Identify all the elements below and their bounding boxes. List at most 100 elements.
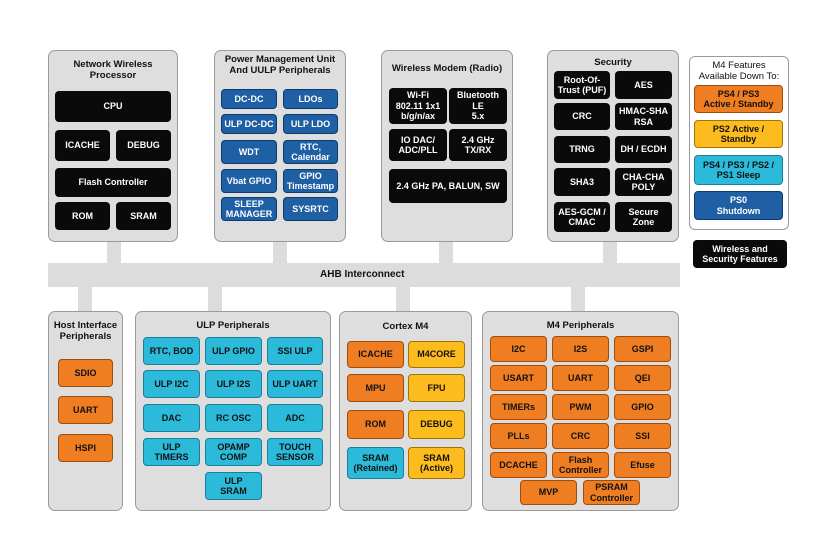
security-panel: Security Root-Of- Trust (PUF) AES CRC HM… bbox=[547, 50, 679, 242]
bus-connector bbox=[396, 285, 410, 312]
hmac-sha-rsa-block: HMAC-SHA RSA bbox=[615, 103, 672, 130]
bluetooth-block: Bluetooth LE 5.x bbox=[449, 88, 507, 124]
m4-uart-block: UART bbox=[552, 365, 609, 391]
ldos-block: LDOs bbox=[283, 89, 338, 109]
bus-connector bbox=[603, 241, 617, 265]
dh-ecdh-block: DH / ECDH bbox=[615, 136, 672, 163]
panel-title: ULP Peripherals bbox=[196, 320, 270, 331]
legend-title: M4 Features Available Down To: bbox=[698, 60, 780, 82]
touch-sensor-block: TOUCH SENSOR bbox=[267, 438, 323, 466]
sram-retained-block: SRAM (Retained) bbox=[347, 447, 404, 479]
i2c-block: I2C bbox=[490, 336, 547, 362]
panel-title: Cortex M4 bbox=[382, 321, 429, 332]
bus-connector bbox=[571, 285, 585, 312]
adc-block: ADC bbox=[267, 404, 323, 432]
fpu-block: FPU bbox=[408, 374, 465, 402]
wifi-block: Wi-Fi 802.11 1x1 b/g/n/ax bbox=[389, 88, 447, 124]
m4-rom-block: ROM bbox=[347, 410, 404, 439]
sram-active-block: SRAM (Active) bbox=[408, 447, 465, 479]
ulp-dc-dc-block: ULP DC-DC bbox=[221, 114, 277, 134]
ulp-uart-block: ULP UART bbox=[267, 370, 323, 398]
ssi-block: SSI bbox=[614, 423, 671, 449]
ulp-gpio-block: ULP GPIO bbox=[205, 337, 262, 365]
vbat-gpio-block: Vbat GPIO bbox=[221, 169, 277, 193]
sleep-manager-block: SLEEP MANAGER bbox=[221, 197, 277, 221]
legend-blue-item: PS0 Shutdown bbox=[694, 191, 783, 220]
ahb-bus-label: AHB Interconnect bbox=[320, 269, 405, 280]
uart-block: UART bbox=[58, 396, 113, 424]
flash-controller-block: Flash Controller bbox=[55, 168, 171, 197]
mpu-block: MPU bbox=[347, 374, 404, 402]
psram-controller-block: PSRAM Controller bbox=[583, 480, 640, 505]
sram-block: SRAM bbox=[116, 202, 171, 230]
bus-connector bbox=[439, 241, 453, 265]
m4-peripherals-panel: M4 Peripherals I2C I2S GSPI USART UART Q… bbox=[482, 311, 679, 511]
bus-connector bbox=[107, 241, 121, 265]
cpu-block: CPU bbox=[55, 91, 171, 122]
root-of-trust-block: Root-Of- Trust (PUF) bbox=[554, 71, 610, 99]
legend-yellow-item: PS2 Active / Standby bbox=[694, 120, 783, 148]
cha-cha-poly-block: CHA-CHA POLY bbox=[615, 168, 672, 196]
rc-osc-block: RC OSC bbox=[205, 404, 262, 432]
crc-block: CRC bbox=[554, 103, 610, 130]
host-interface-panel: Host Interface Peripherals SDIO UART HSP… bbox=[48, 311, 123, 511]
rtc-calendar-block: RTC, Calendar bbox=[283, 140, 338, 164]
bus-connector bbox=[273, 241, 287, 265]
opamp-comp-block: OPAMP COMP bbox=[205, 438, 262, 466]
wireless-modem-panel: Wireless Modem (Radio) Wi-Fi 802.11 1x1 … bbox=[381, 50, 513, 242]
ahb-bus bbox=[48, 263, 680, 287]
sha3-block: SHA3 bbox=[554, 168, 610, 196]
m4-debug-block: DEBUG bbox=[408, 410, 465, 439]
ulp-i2c-block: ULP I2C bbox=[143, 370, 200, 398]
qei-block: QEI bbox=[614, 365, 671, 391]
pa-balun-sw-block: 2.4 GHz PA, BALUN, SW bbox=[389, 169, 507, 203]
ulp-sram-block: ULP SRAM bbox=[205, 472, 262, 500]
sdio-block: SDIO bbox=[58, 359, 113, 387]
aes-gcm-cmac-block: AES-GCM / CMAC bbox=[554, 202, 610, 232]
dac-block: DAC bbox=[143, 404, 200, 432]
aes-block: AES bbox=[615, 71, 672, 99]
icache-block: ICACHE bbox=[55, 130, 110, 161]
rtc-bod-block: RTC, BOD bbox=[143, 337, 200, 365]
gspi-block: GSPI bbox=[614, 336, 671, 362]
bus-connector bbox=[78, 285, 92, 312]
gpio-block: GPIO bbox=[614, 394, 671, 420]
network-wireless-processor-panel: Network Wireless Processor CPU ICACHE DE… bbox=[48, 50, 178, 242]
panel-title: Security bbox=[594, 57, 632, 68]
ulp-peripherals-panel: ULP Peripherals RTC, BOD ULP GPIO SSI UL… bbox=[135, 311, 331, 511]
secure-zone-block: Secure Zone bbox=[615, 202, 672, 232]
m4-flash-controller-block: Flash Controller bbox=[552, 452, 609, 478]
gpio-timestamp-block: GPIO Timestamp bbox=[283, 169, 338, 193]
hspi-block: HSPI bbox=[58, 434, 113, 462]
bus-connector bbox=[208, 285, 222, 312]
debug-block: DEBUG bbox=[116, 130, 171, 161]
dc-dc-block: DC-DC bbox=[221, 89, 277, 109]
pmu-panel: Power Management Unit And UULP Periphera… bbox=[214, 50, 346, 242]
legend-box: M4 Features Available Down To: PS4 / PS3… bbox=[689, 56, 789, 230]
panel-title: M4 Peripherals bbox=[546, 320, 615, 331]
m4-icache-block: ICACHE bbox=[347, 341, 404, 368]
panel-title: Power Management Unit And UULP Periphera… bbox=[224, 54, 336, 76]
i2s-block: I2S bbox=[552, 336, 609, 362]
ulp-ldo-block: ULP LDO bbox=[283, 114, 338, 134]
usart-block: USART bbox=[490, 365, 547, 391]
plls-block: PLLs bbox=[490, 423, 547, 449]
panel-title: Network Wireless Processor bbox=[73, 59, 153, 81]
rf-txrx-block: 2.4 GHz TX/RX bbox=[449, 129, 507, 161]
legend-wireless-security-item: Wireless and Security Features bbox=[693, 240, 787, 268]
cortex-m4-panel: Cortex M4 ICACHE M4CORE MPU FPU ROM DEBU… bbox=[339, 311, 472, 511]
ssi-ulp-block: SSI ULP bbox=[267, 337, 323, 365]
timers-block: TIMERs bbox=[490, 394, 547, 420]
panel-title: Host Interface Peripherals bbox=[53, 320, 118, 342]
m4-crc-block: CRC bbox=[552, 423, 609, 449]
panel-title: Wireless Modem (Radio) bbox=[391, 63, 503, 74]
mvp-block: MVP bbox=[520, 480, 577, 505]
legend-cyan-item: PS4 / PS3 / PS2 / PS1 Sleep bbox=[694, 155, 783, 185]
ulp-timers-block: ULP TIMERS bbox=[143, 438, 200, 466]
efuse-block: Efuse bbox=[614, 452, 671, 478]
legend-orange-item: PS4 / PS3 Active / Standby bbox=[694, 85, 783, 113]
sysrtc-block: SYSRTC bbox=[283, 197, 338, 221]
wdt-block: WDT bbox=[221, 140, 277, 164]
ulp-i2s-block: ULP I2S bbox=[205, 370, 262, 398]
io-dac-adc-pll-block: IO DAC/ ADC/PLL bbox=[389, 129, 447, 161]
